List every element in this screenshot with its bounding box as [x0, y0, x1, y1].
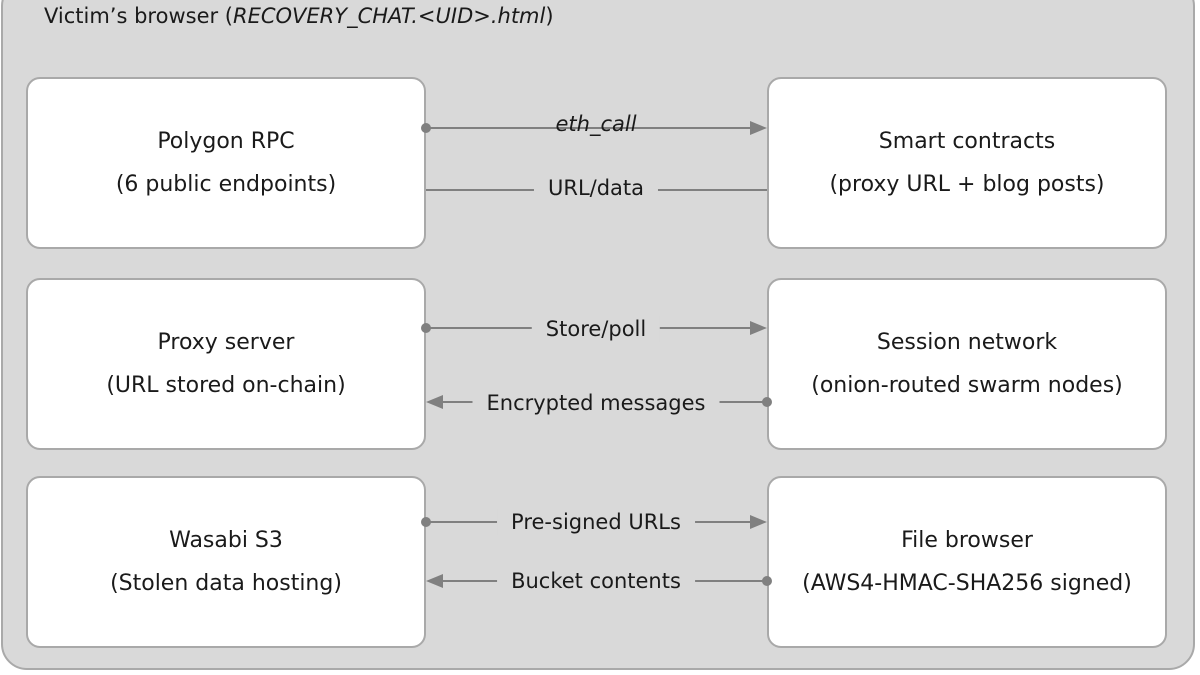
proxy-server-subtitle: (URL stored on-chain) [106, 373, 346, 398]
smart-contracts-title: Smart contracts [878, 129, 1056, 154]
smart-contracts-box: Smart contracts (proxy URL + blog posts) [767, 77, 1167, 249]
file-browser-box: File browser (AWS4-HMAC-SHA256 signed) [767, 476, 1167, 648]
title-filename: RECOVERY_CHAT.<UID>.html [233, 4, 546, 28]
file-browser-subtitle: (AWS4-HMAC-SHA256 signed) [802, 571, 1132, 596]
polygon-rpc-title: Polygon RPC [157, 129, 295, 154]
edge-label-presigned-urls: Pre-signed URLs [497, 509, 695, 535]
proxy-server-title: Proxy server [157, 330, 295, 355]
smart-contracts-subtitle: (proxy URL + blog posts) [829, 172, 1105, 197]
eth-call-start-dot [421, 123, 431, 133]
presigned-start-dot [421, 517, 431, 527]
encrypted-arrowhead [426, 395, 443, 409]
edge-label-url-data: URL/data [533, 175, 659, 201]
title-suffix: ) [545, 4, 554, 28]
bucket-arrowhead [426, 574, 443, 588]
polygon-rpc-subtitle: (6 public endpoints) [115, 172, 337, 197]
edge-label-encrypted-messages: Encrypted messages [472, 390, 720, 416]
session-network-box: Session network (onion-routed swarm node… [767, 278, 1167, 450]
session-network-title: Session network [876, 330, 1058, 355]
diagram-title: Victim’s browser (RECOVERY_CHAT.<UID>.ht… [44, 2, 554, 30]
proxy-server-box: Proxy server (URL stored on-chain) [26, 278, 426, 450]
eth-call-arrowhead [750, 121, 767, 135]
encrypted-start-dot [762, 397, 772, 407]
wasabi-s3-box: Wasabi S3 (Stolen data hosting) [26, 476, 426, 648]
edge-label-bucket-contents: Bucket contents [497, 568, 695, 594]
store-poll-start-dot [421, 323, 431, 333]
store-poll-arrowhead [750, 321, 767, 335]
polygon-rpc-box: Polygon RPC (6 public endpoints) [26, 77, 426, 249]
presigned-arrowhead [750, 515, 767, 529]
file-browser-title: File browser [901, 528, 1033, 553]
bucket-start-dot [762, 576, 772, 586]
edge-label-eth-call: eth_call [555, 112, 637, 136]
edge-label-store-poll: Store/poll [531, 316, 661, 342]
wasabi-s3-title: Wasabi S3 [169, 528, 283, 553]
wasabi-s3-subtitle: (Stolen data hosting) [110, 571, 342, 596]
title-prefix: Victim’s browser ( [44, 4, 233, 28]
session-network-subtitle: (onion-routed swarm nodes) [811, 373, 1123, 398]
